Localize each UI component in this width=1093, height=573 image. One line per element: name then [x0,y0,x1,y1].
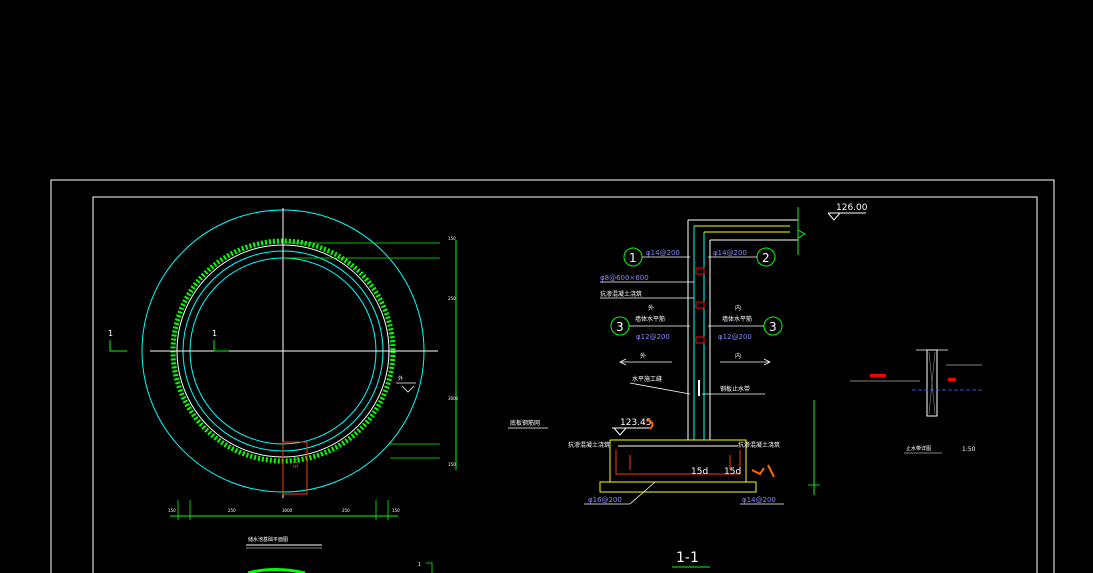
section-arrow-center [213,340,229,352]
rebar-3-right-label: φ12@200 [718,333,752,341]
detail-title: 止水带详图 [906,445,931,452]
dim-right-2: 250 [448,296,456,301]
inside-arrow-head [763,358,771,366]
rebar-1-label: φ14@200 [646,249,680,257]
plan-title: 储水池基础平面图 [248,536,288,543]
tie-marker-2 [695,301,705,309]
second-plan-arrow [426,562,433,573]
section-title: 1-1 [676,550,699,566]
break-mark [797,229,807,239]
elevation-base-symbol [613,427,627,436]
water-stop-detail: 止水带详图 1:50 [850,349,982,454]
construction-joint-leader [629,382,691,395]
callout-3-right-label: 3 [769,320,777,334]
bottom-left-rebar-label: φ16@200 [588,496,622,504]
pour-note-left: 抗渗混凝土浇筑 [568,441,610,449]
dim-bottom-2: 250 [228,508,236,513]
outside-label: 外 [640,352,646,360]
tie-marker-1 [695,267,705,275]
second-plan-partial [247,568,306,573]
elevation-top-label: 126.00 [836,203,868,213]
inside-label: 内 [735,352,741,360]
detail-hatch-2 [928,351,936,415]
plan-annotation: 外 [398,375,403,382]
dim-right-1: 150 [448,236,456,241]
section-marker-center: 1 [212,329,217,338]
construction-joint-label: 水平施工缝 [632,375,662,383]
pour-note: 抗渗混凝土浇筑 [600,290,642,298]
wall-opening [282,441,308,495]
second-plan-marker: 1 [418,562,421,568]
dim-bottom-4: 250 [342,508,350,513]
outer-label-left: 外 [648,304,654,312]
lap-right: 15d [724,467,741,477]
callout-3-left-label: 3 [616,320,624,334]
opening-dimension: 510 [293,456,300,468]
detail-scale: 1:50 [962,446,976,453]
plan-annotation-tick [401,385,415,393]
section-1-1-view: 126.00 123.45 1 φ14@200 2 φ14@200 φ8@600… [508,203,868,568]
section-marker-left: 1 [108,329,113,338]
elevation-base-label: 123.45 [620,418,652,428]
red-mark-base [647,419,654,430]
footing-rebar-cage [615,450,741,475]
dim-right-4: 150 [448,462,456,467]
dim-bottom-3: 3000 [282,508,293,513]
sheet-inner-frame [92,196,1038,573]
inner-label-right: 内 [735,304,741,312]
pour-note-right: 抗渗混凝土浇筑 [738,441,780,449]
tie-label: φ8@600×600 [600,274,649,282]
tie-marker-3 [695,336,705,344]
detail-red-label [870,374,886,377]
elevation-top-symbol [827,212,841,221]
dim-right-3: 3000 [448,396,459,401]
wall-note-right: 墙体水平筋 [722,315,752,323]
callout-1-label: 1 [629,251,637,265]
blinding-layer [599,481,757,493]
base-note: 底板钢筋网 [510,419,540,427]
lap-left: 15d [691,467,708,477]
callout-2-label: 2 [762,251,770,265]
wall-note-left: 墙体水平筋 [635,315,665,323]
sheet-outer-frame [50,179,1055,573]
rebar-3-left-label: φ12@200 [636,333,670,341]
bottom-right-rebar-label: φ14@200 [742,496,776,504]
tank-plan-view: 1 1 510 外 150 250 3000 150 150 250 3000 … [108,208,459,573]
section-arrow-left [109,340,127,352]
outside-arrow-head [619,358,627,366]
detail-red-mark [948,378,956,381]
bottom-left-leader-2 [629,481,656,505]
dim-bottom-1: 150 [168,508,176,513]
rebar-2-label: φ14@200 [713,249,747,257]
dim-bottom-5: 150 [392,508,400,513]
red-mark-footing [751,464,775,478]
water-stop-label: 钢板止水带 [720,385,750,393]
